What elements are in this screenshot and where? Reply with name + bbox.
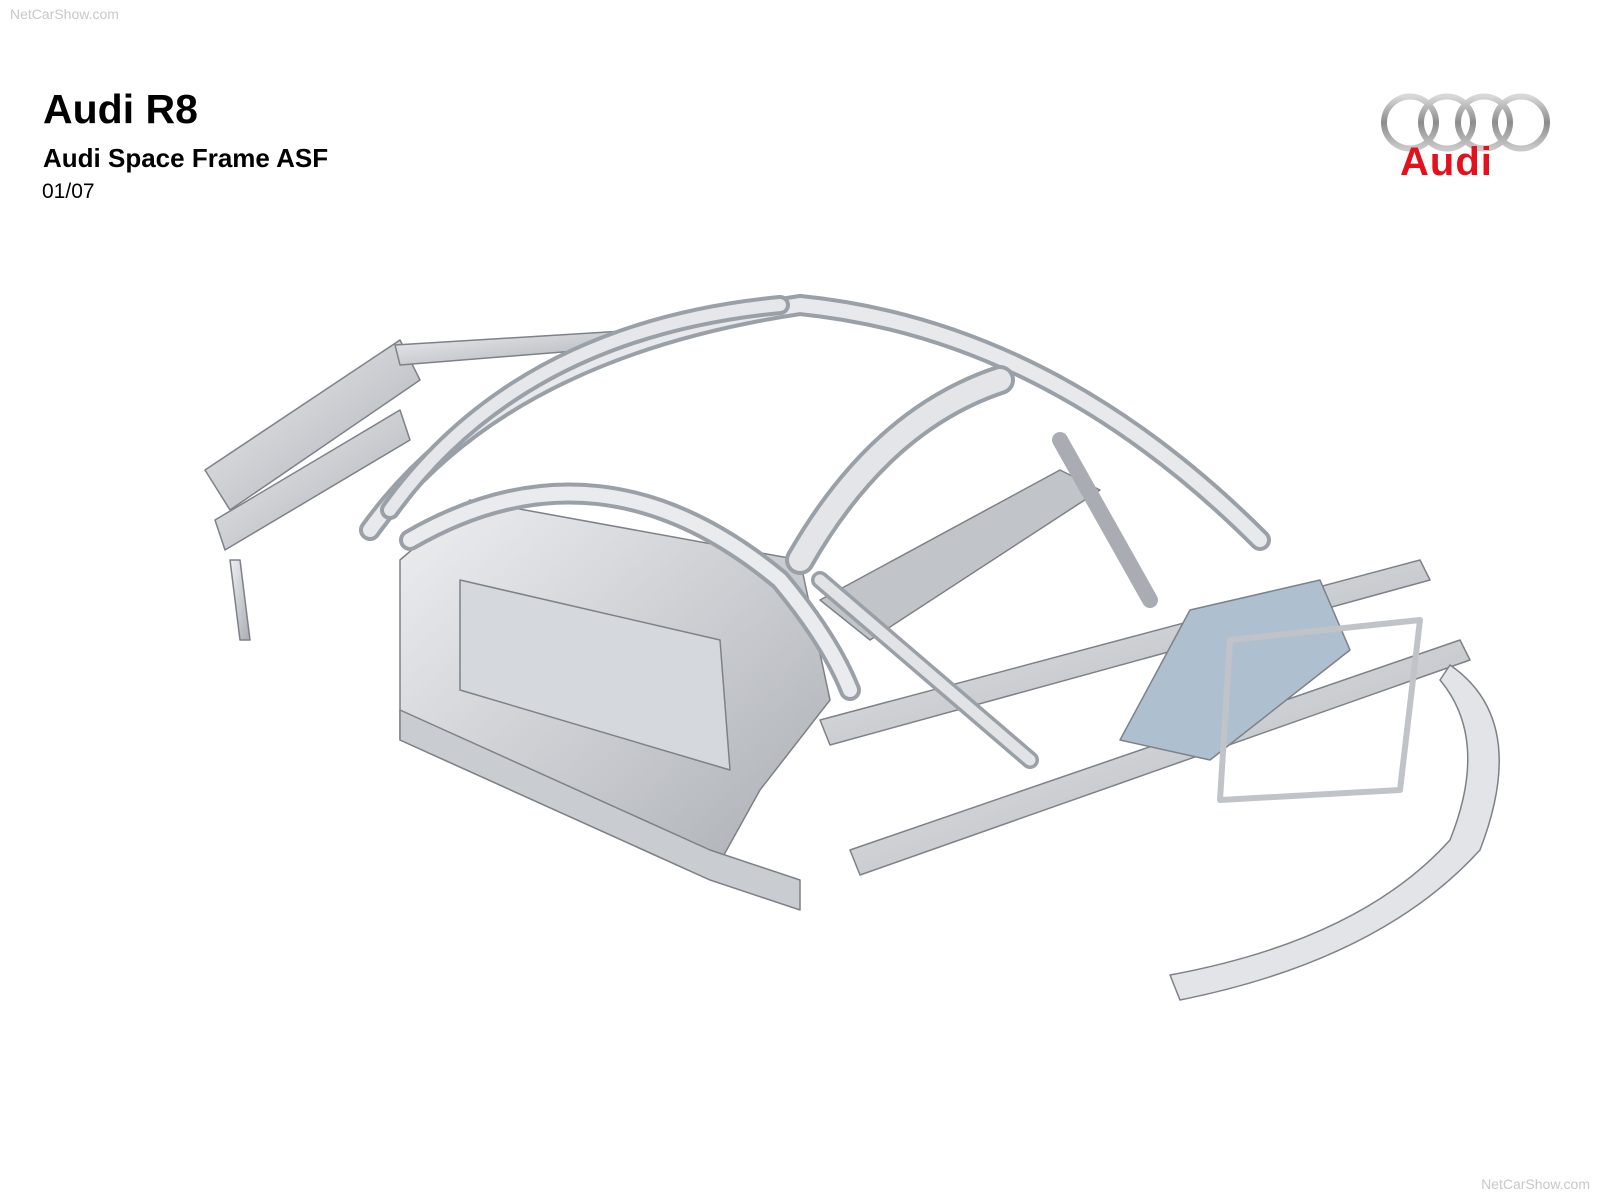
audi-rings-logo xyxy=(1381,93,1550,152)
issue-date: 01/07 xyxy=(42,180,95,203)
audi-wordmark: Audi xyxy=(1400,140,1493,184)
watermark-bottom: NetCarShow.com xyxy=(1481,1176,1590,1192)
page-title: Audi R8 xyxy=(43,86,198,132)
watermark-top: NetCarShow.com xyxy=(10,6,119,22)
page-subtitle: Audi Space Frame ASF xyxy=(43,143,329,173)
